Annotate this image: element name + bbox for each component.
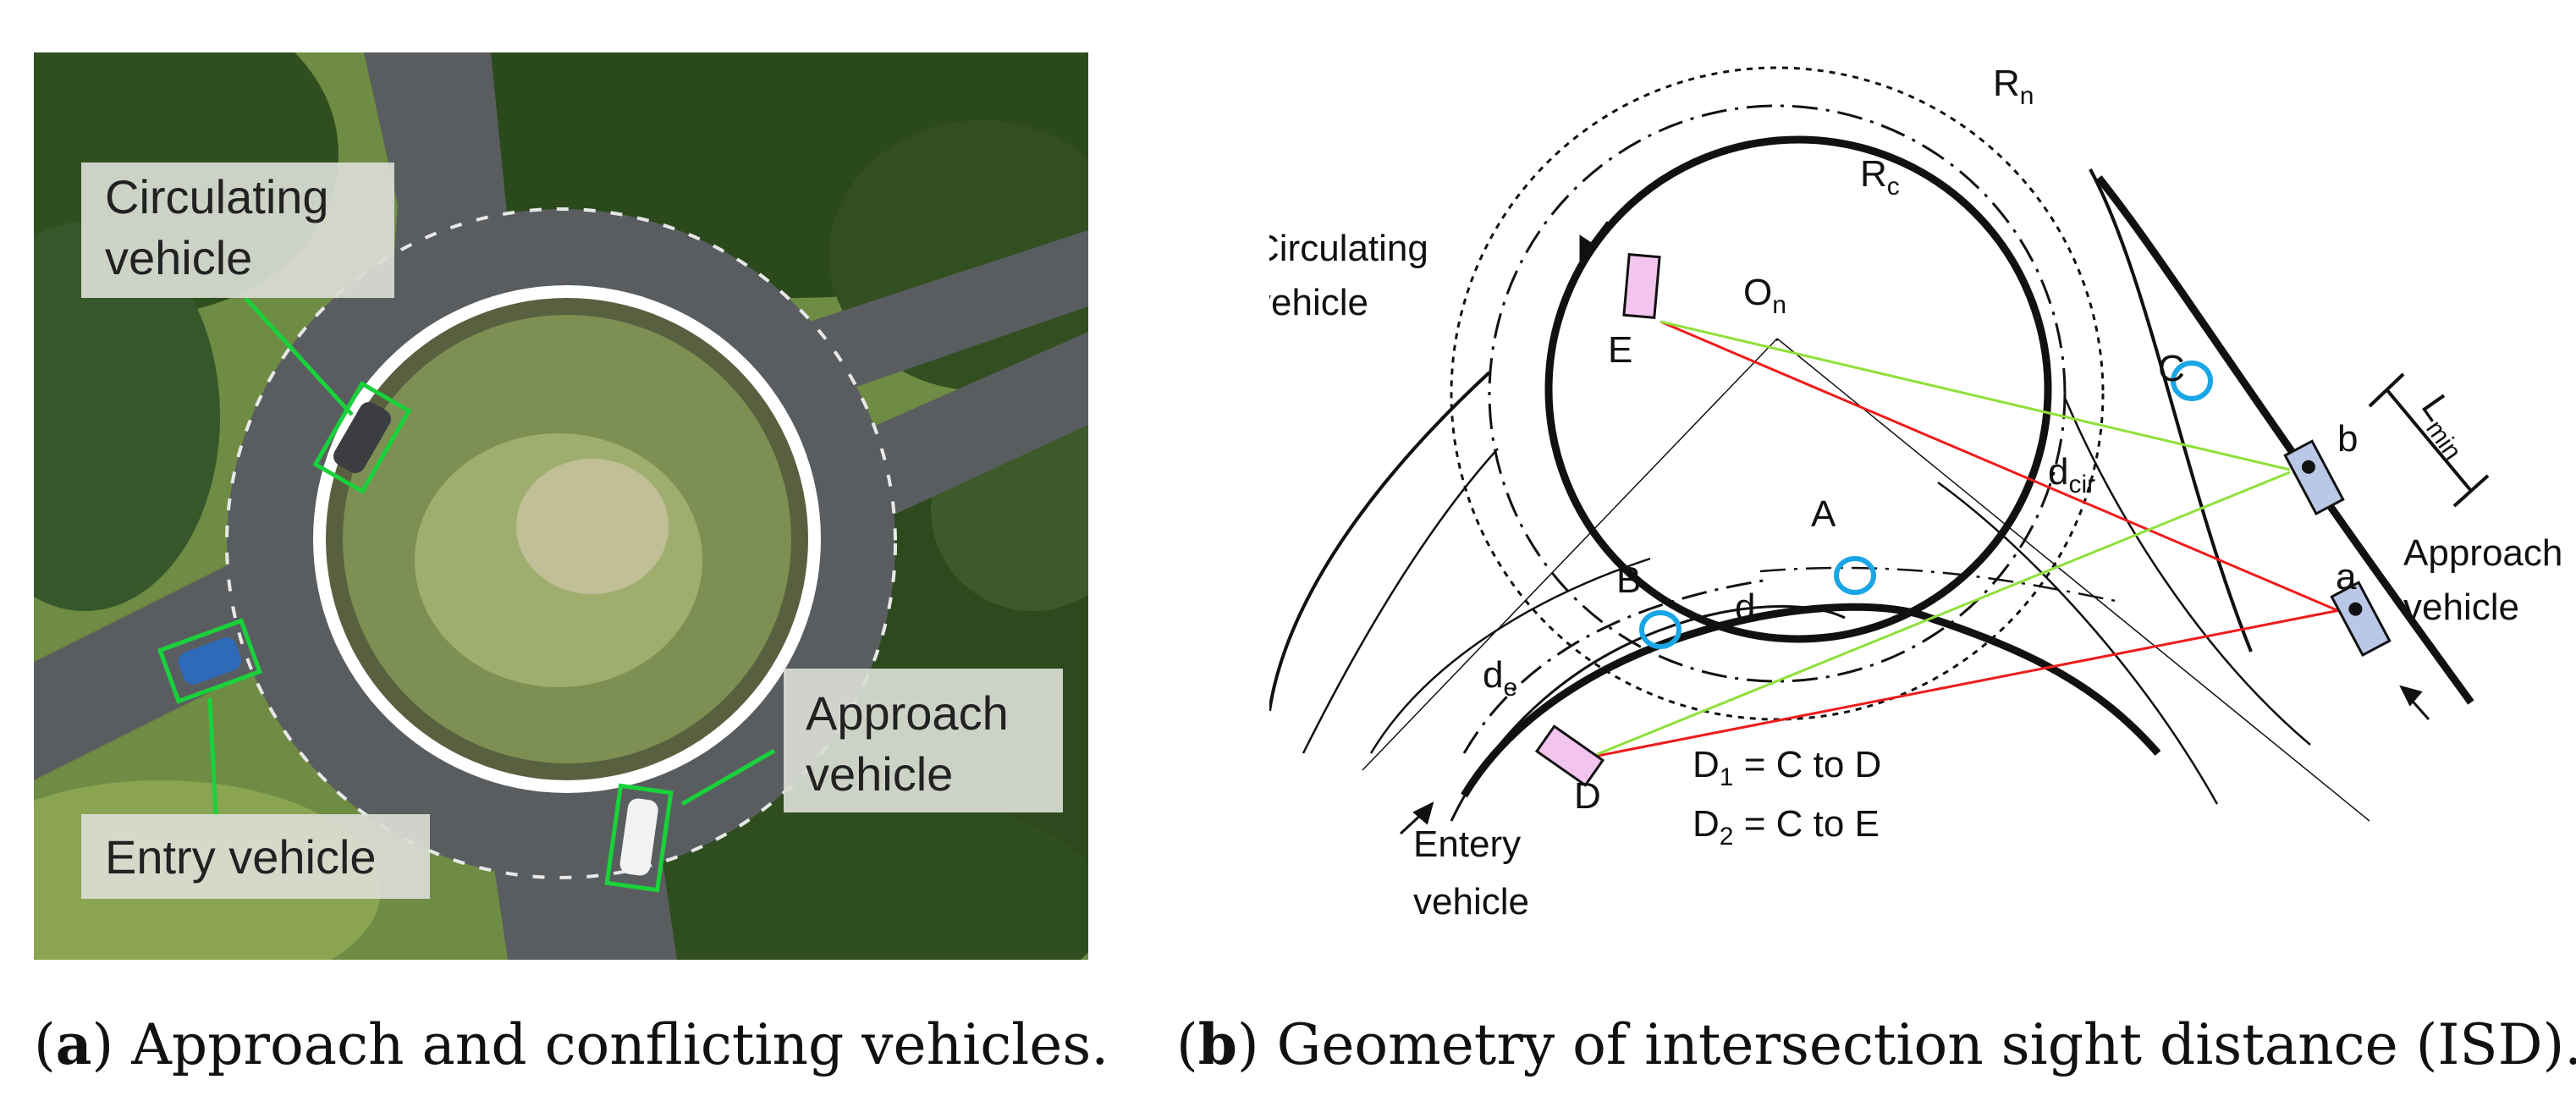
label-C: C — [2158, 348, 2185, 389]
label-D: D — [1574, 775, 1601, 817]
approach-vehicle-box — [604, 783, 674, 893]
entry-lane-divider — [1302, 448, 1499, 754]
point-B-marker — [1639, 610, 1682, 649]
vehicles — [1534, 252, 2392, 787]
circulating-path-circle — [1488, 104, 2067, 683]
label-Rn: Rn — [1993, 63, 2034, 110]
aerial-photo-panel: Circulating vehicle Approach vehicle Ent… — [0, 0, 1168, 1026]
circulating-vehicle-rect — [1622, 252, 1661, 320]
roadway-edge-marking — [225, 207, 897, 879]
aerial-roundabout-illustration: Circulating vehicle Approach vehicle Ent… — [0, 0, 1168, 1026]
sight-line-E-to-b — [1660, 320, 2291, 471]
direction-arrows — [1399, 221, 2430, 835]
point-C-marker — [2171, 361, 2213, 401]
isd-geometry-diagram: Rn Rc On Circulating vehicle Approach ve… — [1252, 63, 2562, 922]
label-E: E — [1608, 329, 1632, 371]
svg-text:vehicle: vehicle — [105, 231, 252, 284]
isd-geometry-panel: Rn Rc On Circulating vehicle Approach ve… — [1252, 8, 2573, 973]
svg-text:Approach: Approach — [806, 686, 1009, 740]
label-circulating-vehicle-1: Circulating — [1269, 228, 1428, 269]
caption-b: (b) Geometry of intersection sight dista… — [1176, 1011, 2576, 1077]
approach-vehicle-label: Approach vehicle — [784, 669, 1063, 812]
sight-line-E-to-approach — [1660, 320, 2352, 618]
caption-a-label: a — [55, 1011, 92, 1077]
label-entry-vehicle-1: Entery — [1413, 823, 1521, 865]
label-de: de — [1483, 654, 1517, 702]
right-approach-edge — [2095, 175, 2474, 705]
label-b: b — [2337, 418, 2358, 460]
sight-line-D-to-b — [1588, 471, 2291, 759]
caption-a-text: Approach and conflicting vehicles. — [113, 1012, 1109, 1077]
entry-vehicle-label: Entry vehicle — [81, 814, 430, 899]
approach-curves — [1268, 168, 2474, 822]
entry-centerline — [1462, 578, 1770, 754]
label-Lmin: Lmin — [2408, 388, 2483, 465]
label-dcir: dcir — [2048, 451, 2095, 498]
caption-b-label: b — [1197, 1011, 1237, 1077]
entry-vehicle-rect — [1534, 724, 1605, 787]
sight-lines — [1588, 320, 2352, 759]
approach-vehicle-rect — [2330, 581, 2392, 658]
caption-a: (a) Approach and conflicting vehicles. — [34, 1011, 1109, 1077]
label-Rc: Rc — [1860, 153, 1900, 201]
sight-line-D-to-approach — [1588, 608, 2345, 759]
central-island-circle — [1544, 135, 2052, 643]
b-vehicle-rect — [2283, 439, 2345, 516]
point-A-marker — [1834, 556, 1876, 595]
entry-vehicle-box — [157, 618, 263, 704]
label-pointers — [207, 296, 776, 815]
svg-text:Entry vehicle: Entry vehicle — [105, 830, 377, 884]
label-d: d — [1735, 587, 1755, 628]
caption-b-text: Geometry of intersection sight distance … — [1258, 1012, 2576, 1077]
label-approach-vehicle-2: vehicle — [2403, 587, 2519, 628]
svg-text:vehicle: vehicle — [806, 747, 953, 801]
equation-D2: D2 = C to E — [1693, 803, 1880, 851]
circulating-vehicle-label: Circulating vehicle — [81, 162, 394, 298]
label-entry-vehicle-2: vehicle — [1413, 881, 1529, 922]
label-approach-vehicle-1: Approach — [2403, 532, 2562, 574]
conflict-point-markers — [1639, 361, 2213, 649]
lmin-dimension — [2368, 372, 2490, 508]
label-a: a — [2336, 556, 2357, 598]
label-B: B — [1616, 559, 1641, 601]
diagram-labels: Rn Rc On Circulating vehicle Approach ve… — [1252, 63, 2562, 922]
label-On: On — [1743, 272, 1786, 319]
circulating-vehicle-box — [312, 380, 412, 495]
vehicle-highlights — [157, 380, 674, 893]
label-circulating-vehicle-2: vehicle — [1269, 282, 1368, 323]
construction-lines — [1362, 338, 2370, 822]
label-A: A — [1811, 493, 1836, 535]
equation-D1: D1 = C to D — [1693, 744, 1881, 791]
svg-text:Circulating: Circulating — [105, 170, 329, 223]
